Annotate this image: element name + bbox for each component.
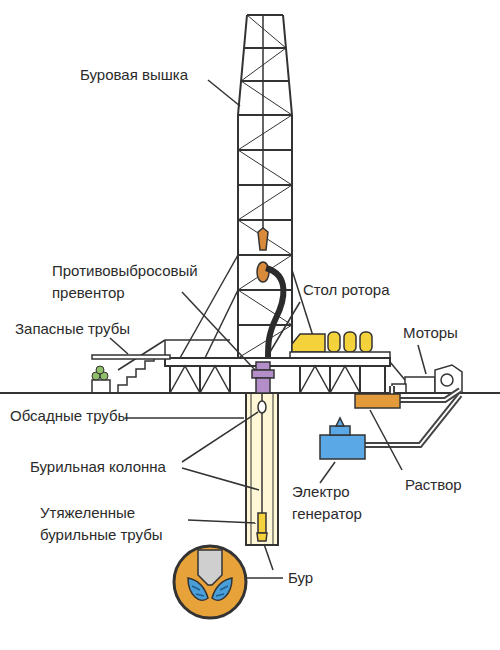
part-label: Утяжеленные бурильные трубы	[40, 502, 190, 546]
part-label: Стол ротора	[303, 279, 390, 301]
part-label: Буровая вышка	[80, 64, 188, 86]
derrick-rung	[238, 184, 292, 186]
part-label: Моторы	[403, 322, 458, 344]
bit-inset	[174, 546, 246, 618]
derrick-rung	[244, 47, 286, 49]
hoist-line	[262, 15, 264, 238]
derrick-rung	[238, 254, 292, 256]
derrick-rung	[238, 114, 292, 116]
drill-collar	[258, 513, 266, 533]
blowout-preventer	[252, 362, 274, 393]
drill-string-joint	[258, 401, 266, 413]
leader-lines	[110, 80, 426, 578]
derrick-brace	[238, 185, 292, 220]
derrick-rung	[238, 324, 292, 326]
derrick	[238, 15, 292, 358]
derrick-rung	[241, 80, 289, 82]
derrick-brace	[247, 15, 286, 48]
derrick-brace	[238, 115, 292, 150]
stairs	[118, 340, 230, 393]
part-label: Бур	[288, 567, 313, 589]
part-label: Противовыбросовый превентор	[52, 260, 217, 304]
rig-floor	[165, 358, 405, 393]
derrick-rung	[247, 14, 283, 16]
hook	[257, 262, 269, 282]
part-label: Запасные трубы	[15, 318, 130, 340]
part-label: Раствор	[405, 474, 462, 496]
plant-pot	[92, 366, 110, 393]
power-line	[365, 395, 460, 445]
spare-pipe-rack	[92, 355, 170, 359]
derrick-brace	[241, 81, 292, 115]
casing-inner	[273, 393, 274, 545]
generator	[320, 418, 365, 459]
derrick-brace	[238, 150, 292, 185]
part-label: Электро генератор	[292, 481, 387, 525]
power-line	[365, 395, 460, 445]
tanks	[290, 332, 390, 358]
motors	[392, 365, 462, 393]
mud-tank	[355, 394, 400, 408]
mud-line	[392, 386, 460, 400]
part-label: Обсадные трубы	[10, 405, 128, 427]
derrick-brace	[238, 220, 292, 255]
derrick-rung	[238, 219, 292, 221]
part-label: Бурильная колонна	[30, 456, 166, 478]
travelling-block	[258, 228, 268, 250]
mud-line	[392, 386, 460, 400]
drill-bit	[257, 533, 267, 541]
derrick-rung	[238, 149, 292, 151]
